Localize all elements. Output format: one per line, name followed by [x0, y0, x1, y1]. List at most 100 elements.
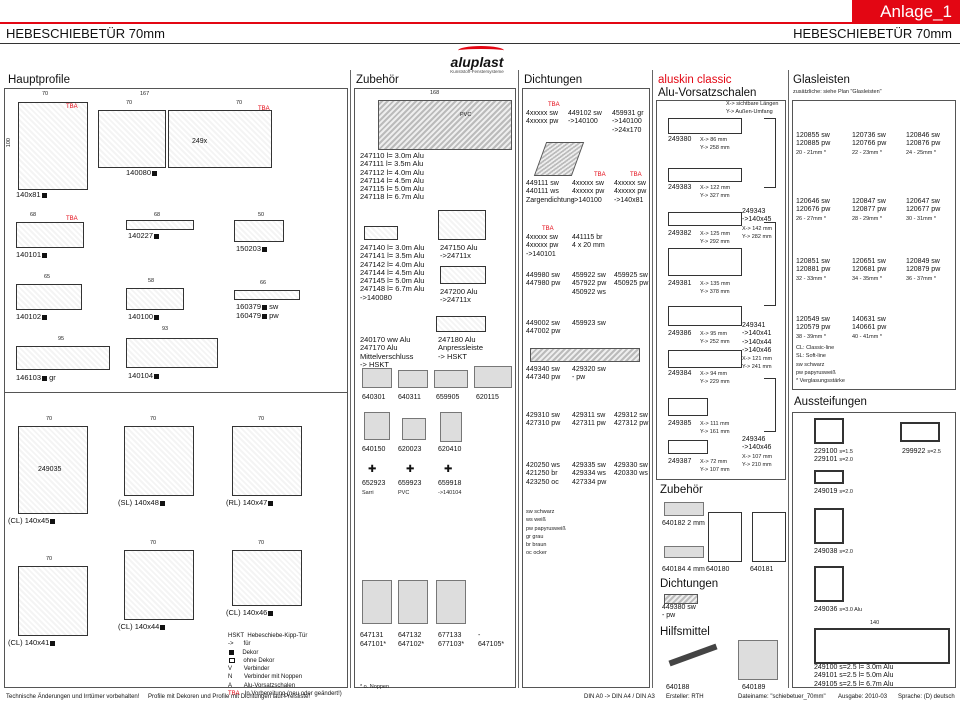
part-code: 647102* [398, 641, 425, 648]
no-dekor-icon [229, 657, 235, 663]
part-drawing [664, 502, 704, 516]
profile-code: 140227 [128, 231, 160, 240]
dim-label: 68 [154, 212, 161, 218]
aluskin-panel [656, 100, 786, 480]
dim-label: 66 [260, 280, 267, 286]
glasleisten-panel [792, 100, 956, 390]
profile-249x-drawing [168, 110, 272, 168]
dim-label: 70 [258, 540, 265, 546]
part-620115-drawing [474, 366, 512, 388]
dim-label: 93 [162, 326, 169, 332]
footer-note: Profile mit Dekoren und Profile mit Dich… [148, 694, 311, 700]
dim-label: 100 [6, 138, 12, 148]
aussteifungen-panel [792, 412, 956, 688]
screw-icon: ✚ [444, 464, 453, 475]
tool-code: 640189 [742, 684, 766, 691]
shell-drawing [668, 118, 742, 134]
part-247150-drawing [438, 210, 486, 240]
aluskin-right-item: 249341->140x41->140x44->140x46 X-> 121 m… [742, 322, 773, 371]
shell-drawing [764, 118, 776, 188]
dekor-icon [42, 375, 48, 381]
part-code: 620115 [476, 394, 499, 401]
footer-ausgabe: Ausgabe: 2010-03 [838, 694, 888, 700]
hilfsmittel-heading: Hilfsmittel [660, 626, 710, 638]
aluskin-item: 249386 [668, 330, 692, 337]
aluplast-logo: aluplast Kunststoff-Fenstersysteme [428, 46, 526, 74]
stiffener-drawing [814, 566, 844, 602]
part-659905-drawing [434, 370, 468, 388]
part-code: 640301 [362, 394, 386, 401]
profile-140x44-drawing [124, 550, 194, 620]
hauptprofile-heading: Hauptprofile [8, 74, 71, 86]
dekor-icon [262, 246, 268, 252]
part-code: 640182 2 mm [662, 520, 705, 527]
aluskin-item: 249382 [668, 230, 692, 237]
aluskin-heading: aluskin classic [658, 74, 732, 86]
glasleisten-heading: Glasleisten [793, 74, 850, 86]
profile-code: 249x [192, 138, 208, 145]
dekor-icon [154, 314, 160, 320]
stiffener-drawing [814, 418, 844, 444]
profile-code: 140102 [16, 312, 48, 321]
profile-code: 146103 gr [16, 373, 56, 382]
dekor-icon [262, 313, 268, 319]
column-divider [350, 70, 351, 688]
part-note: ->140104 [438, 490, 462, 496]
profile-140x47-drawing [232, 426, 302, 496]
corner-piece-drawing [398, 580, 428, 624]
dekor-icon [154, 373, 160, 379]
glasleisten-subheading: zusätzliche: siehe Plan "Glasleisten" [793, 89, 882, 95]
logo-swoosh-icon [458, 46, 504, 55]
tba-label: TBA [542, 226, 554, 232]
stiffener-drawing [814, 470, 844, 484]
profile-140101-drawing [16, 222, 84, 248]
shell-drawing [668, 350, 742, 368]
dim-label: 70 [46, 556, 53, 562]
title-right: HEBESCHIEBETÜR 70mm [793, 26, 952, 41]
part-code: 652923 [362, 480, 386, 487]
tba-label: TBA [594, 172, 606, 178]
title-left: HEBESCHIEBETÜR 70mm [6, 26, 165, 41]
part-code: 640311 [398, 394, 421, 401]
part-620410-drawing [440, 412, 462, 442]
aluskin-item: 249387 [668, 458, 692, 465]
part-code: 659905 [436, 394, 460, 401]
part-code: 647131 [360, 632, 384, 639]
part-640301-drawing [362, 368, 392, 388]
part-drawing [708, 512, 742, 562]
tool-drawing [668, 643, 718, 667]
note: * o. Noppen [360, 684, 390, 690]
part-drawing [664, 546, 704, 558]
dim-label: 167 [140, 91, 150, 97]
column-divider [652, 70, 653, 688]
profile-code: 150203 [236, 244, 268, 253]
aluskin-item: 249384 [668, 370, 692, 377]
material-label: PVC [460, 112, 472, 118]
stiffener-code: 229100 s=1.5 [814, 448, 853, 455]
shell-drawing [668, 398, 708, 416]
dekor-icon [41, 192, 47, 198]
stiffener-drawing [814, 508, 844, 544]
dim-label: 70 [150, 540, 157, 546]
dekor-icon [42, 314, 48, 320]
part-code: 640181 [750, 566, 774, 573]
footer-din: DIN A0 -> DIN A4 / DIN A3 [584, 694, 655, 700]
